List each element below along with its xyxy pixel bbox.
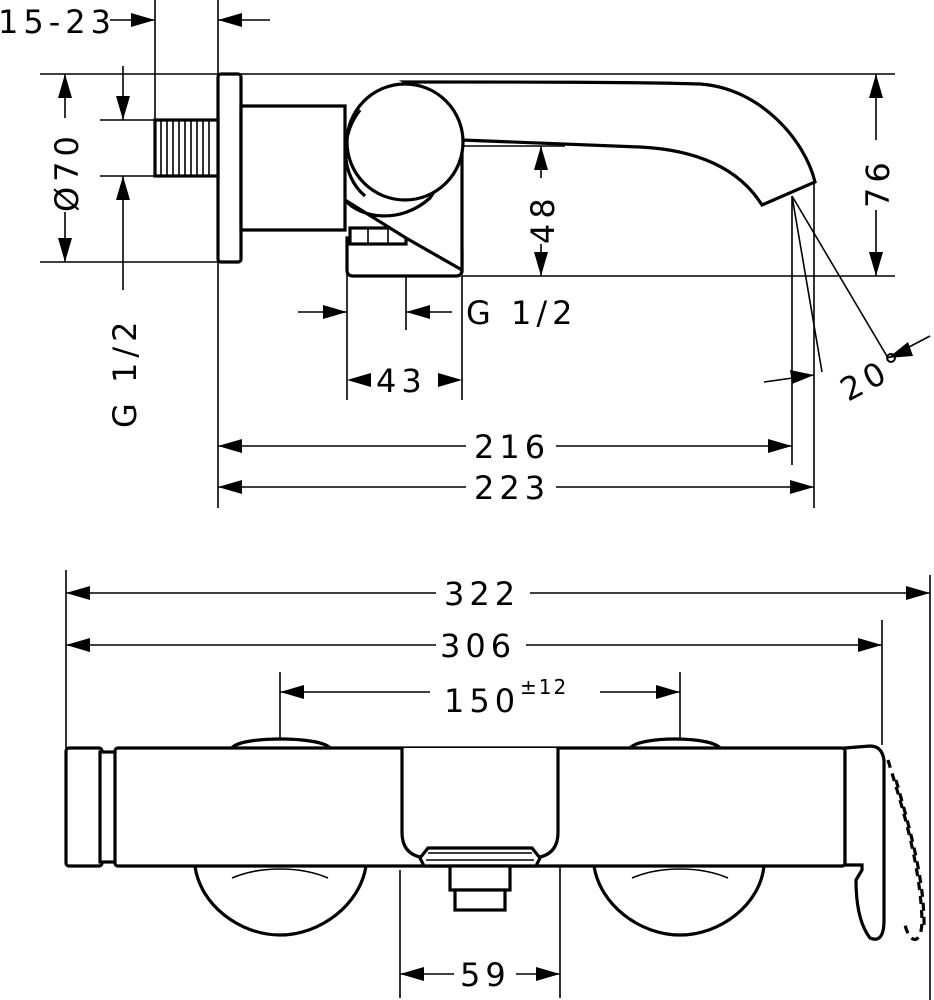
front-view: 322 306 150 ±12 59: [64, 570, 931, 1000]
dim-wall-gap: 15-23: [0, 3, 270, 41]
water-jet: [886, 759, 924, 941]
outlet-housing: [400, 748, 560, 860]
dim-thread-vertical: G 1/2: [106, 66, 144, 428]
dim-angle: 20°: [763, 335, 931, 409]
lever-hub: [345, 82, 465, 202]
spout-profile: [843, 744, 886, 941]
spout: [398, 80, 817, 208]
dim-height-76-label: 76: [859, 157, 897, 208]
dim-total-width-label: 322: [444, 575, 520, 613]
dim-outlet-width-front-label: 59: [460, 956, 511, 994]
dim-projection-216: 216: [218, 428, 792, 466]
dim-body-width-label: 306: [440, 627, 516, 665]
dim-projection-216-label: 216: [474, 428, 550, 466]
mixer-body: [239, 104, 347, 232]
side-view: 15-23 Ø70 G 1/2 48: [0, 0, 931, 508]
dim-height-48-label: 48: [524, 193, 562, 244]
dim-total-width: 322: [66, 575, 930, 613]
dim-height-76: 76: [859, 74, 897, 276]
thread-connector: [153, 118, 220, 178]
outlet-aerator: [418, 846, 542, 868]
dim-wall-gap-label: 15-23: [0, 3, 116, 41]
side-extension-lines: [40, 0, 895, 508]
body-connector: [343, 144, 464, 273]
dim-centres: 150 ±12: [280, 675, 680, 720]
dim-projection-223: 223: [218, 469, 814, 507]
dim-outlet-width: 43: [347, 362, 462, 400]
dim-diameter-label: Ø70: [48, 131, 86, 212]
dim-outlet-width-label: 43: [376, 362, 427, 400]
dim-centres-label: 150: [444, 682, 520, 720]
dim-body-width: 306: [66, 627, 882, 665]
outlet-connector-end: [453, 888, 507, 912]
dim-outlet-width-front: 59: [400, 956, 560, 994]
dim-thread-outlet-label: G 1/2: [466, 294, 577, 332]
dim-diameter: Ø70: [48, 74, 86, 262]
dim-thread-vertical-label: G 1/2: [106, 317, 144, 428]
dim-centres-tolerance: ±12: [520, 675, 568, 699]
wall-rosette: [216, 72, 243, 264]
left-end-cap: [64, 746, 104, 868]
outlet-connector: [448, 864, 512, 892]
dim-height-48: 48: [524, 146, 562, 276]
dim-thread-outlet: G 1/2: [298, 294, 577, 332]
dim-projection-223-label: 223: [474, 469, 550, 507]
